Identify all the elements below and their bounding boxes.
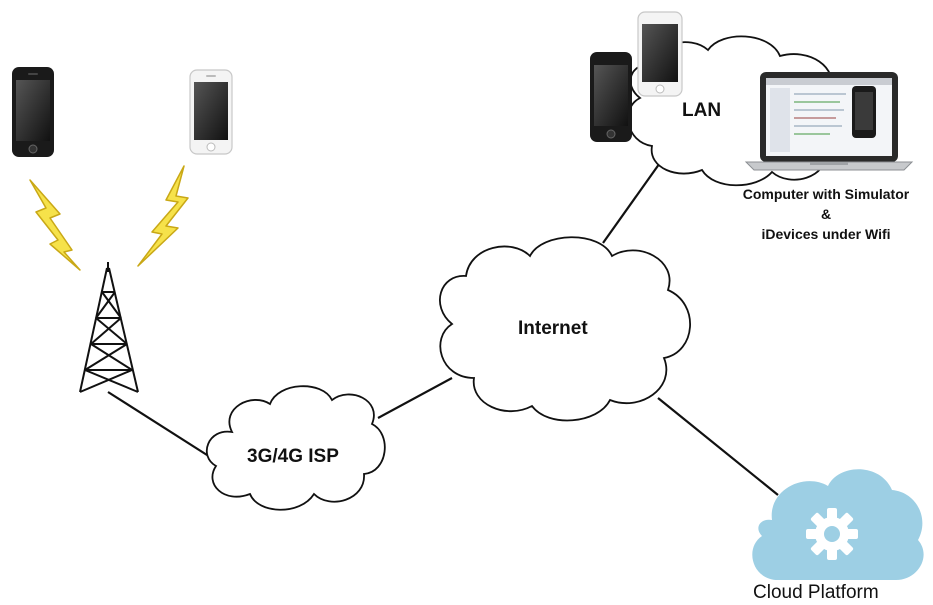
computer-caption-line1: Computer with Simulator: [742, 186, 910, 202]
computer-caption-line2: &: [820, 206, 832, 222]
computer-caption-line3: iDevices under Wifi: [761, 226, 891, 242]
link-tower-isp: [107, 391, 219, 463]
gear-icon: [806, 508, 858, 560]
isp-label: 3G/4G ISP: [247, 446, 339, 467]
cloud-platform-label: Cloud Platform: [753, 582, 879, 603]
internet-cloud: [439, 236, 691, 422]
phone-icon: [590, 52, 632, 142]
connections: [107, 159, 779, 496]
lightning-icon: [137, 165, 189, 267]
link-isp-internet: [377, 377, 453, 419]
phone-icon: [12, 67, 54, 157]
isp-cloud: [205, 385, 386, 511]
lightning-icon: [29, 179, 81, 271]
phone-icon: [637, 11, 683, 97]
cell-tower-icon: [79, 262, 139, 393]
phone-icon: [189, 69, 233, 155]
lan-label: LAN: [682, 100, 722, 121]
internet-label: Internet: [518, 318, 588, 339]
link-internet-cloud: [657, 397, 779, 496]
link-internet-lan: [602, 159, 663, 244]
computer-caption: Computer with Simulator & iDevices under…: [716, 184, 933, 244]
laptop-icon: [744, 72, 914, 171]
